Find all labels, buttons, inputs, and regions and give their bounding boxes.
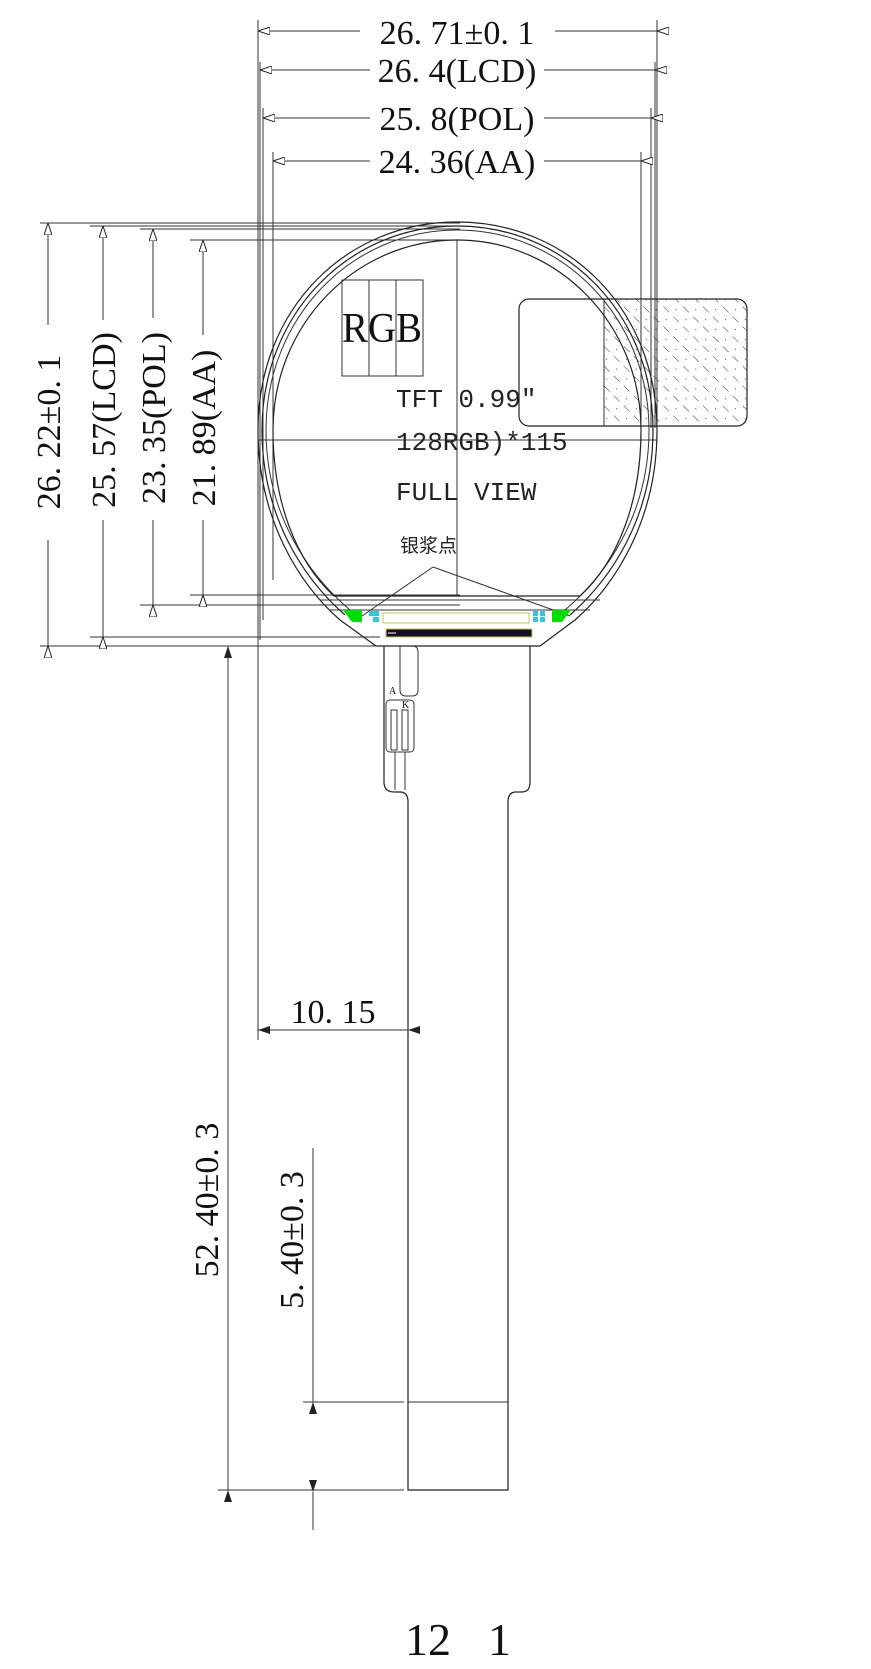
rgb-pixel-diagram: RGB (341, 279, 424, 377)
dim-overall-width: 26. 71±0. 1 (258, 15, 657, 52)
silver-paste-pad-left (343, 610, 362, 622)
hatched-tab (518, 298, 748, 427)
silver-paste-pad-right (552, 610, 571, 622)
silver-paste-label: 银浆点 (400, 535, 457, 557)
fpc-cable: A K (383, 645, 531, 1491)
dim-pol-width: 25. 8(POL) (263, 101, 651, 138)
display-type-label: TFT 0.99″ (396, 385, 536, 415)
dim-aa-width: 24. 36(AA) (273, 144, 641, 181)
dim-label-overall-height: 26. 22±0. 1 (31, 355, 68, 510)
silver-paste-leaders (361, 566, 571, 617)
pin-number-1: 1 (488, 1614, 511, 1665)
dim-label-aa-width: 24. 36(AA) (379, 144, 536, 181)
dim-label-aa-height: 21. 89(AA) (186, 350, 223, 507)
display-view-label: FULL VIEW (396, 478, 537, 508)
led-anode-label: A (389, 686, 397, 697)
dim-fpc-length: 52. 40±0. 3 (189, 646, 404, 1502)
dim-overall-height: 26. 22±0. 1 (31, 223, 68, 646)
dim-label-fpc-length: 52. 40±0. 3 (189, 1123, 226, 1278)
dim-pol-height: 23. 35(POL) (136, 229, 173, 605)
dim-stiffener-length: 5. 40±0. 3 (274, 1148, 404, 1530)
dim-label-pol-height: 23. 35(POL) (136, 332, 173, 504)
vertical-extension-lines (40, 222, 460, 647)
dim-label-lcd-width: 26. 4(LCD) (378, 53, 537, 90)
dim-label-fpc-offset: 10. 15 (291, 994, 376, 1031)
dim-lcd-height: 25. 57(LCD) (86, 226, 123, 637)
dim-aa-height: 21. 89(AA) (186, 240, 223, 595)
round-display-outline (257, 221, 658, 647)
dim-label-pol-width: 25. 8(POL) (380, 101, 535, 138)
display-resolution-label: 128RGB)*115 (396, 428, 568, 458)
dim-label-stiffener-length: 5. 40±0. 3 (274, 1171, 311, 1309)
rgb-label: RGB (342, 306, 422, 352)
led-cathode-label: K (402, 700, 410, 711)
panel-connector-area (343, 610, 571, 638)
dim-fpc-offset: 10. 15 (258, 994, 420, 1034)
dim-label-lcd-height: 25. 57(LCD) (86, 332, 123, 508)
dim-label-overall-width: 26. 71±0. 1 (380, 15, 535, 52)
pin-number-12: 12 (405, 1614, 451, 1665)
dim-lcd-width: 26. 4(LCD) (260, 53, 655, 90)
